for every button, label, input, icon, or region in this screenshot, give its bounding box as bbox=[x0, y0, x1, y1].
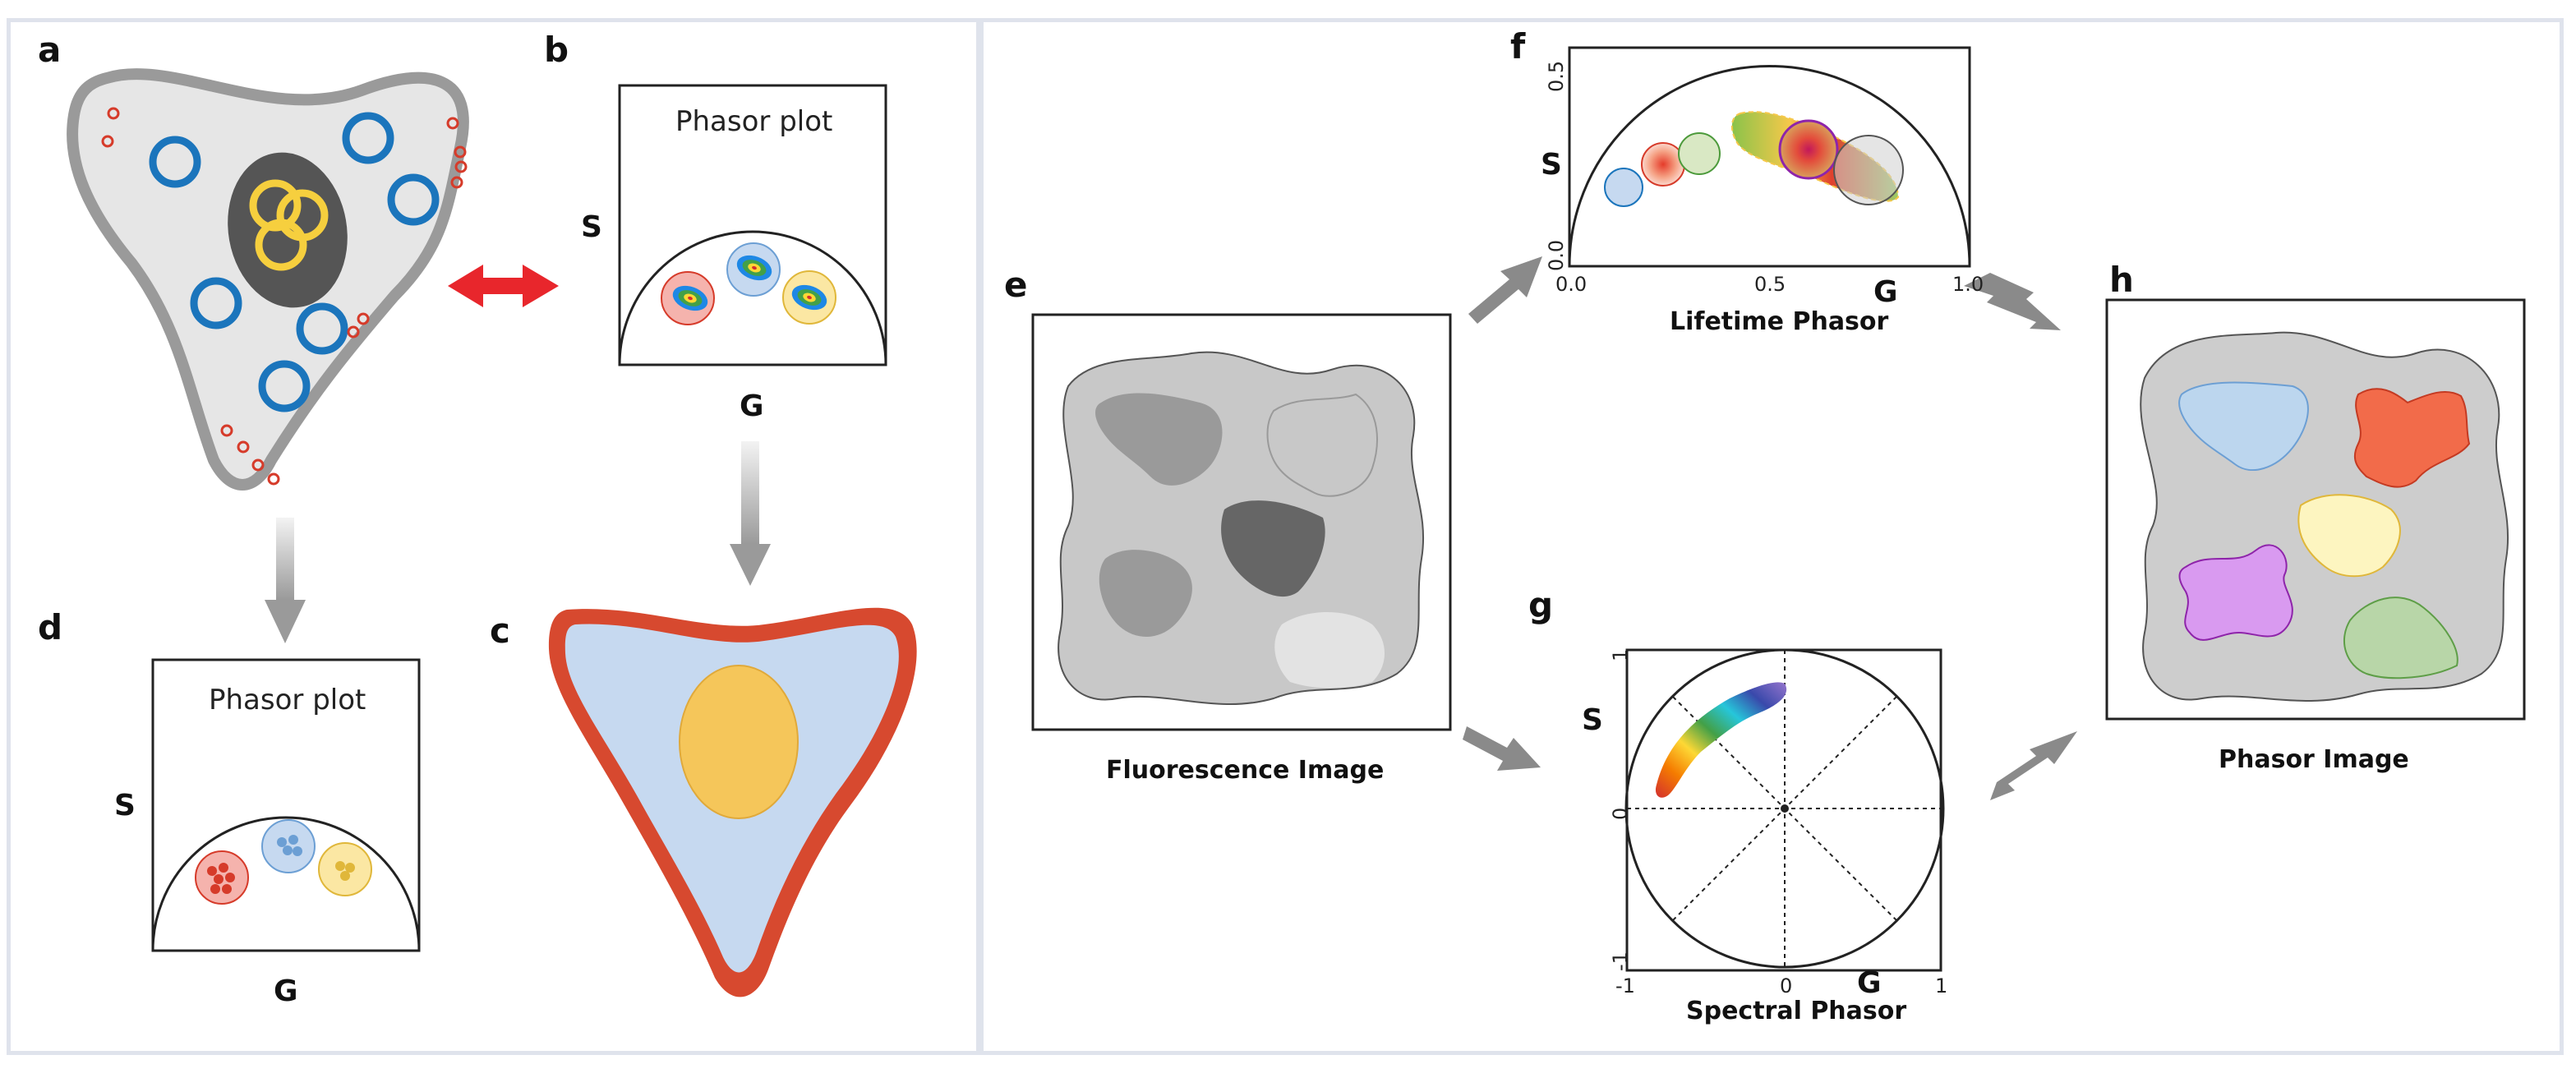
lifetime-x-tick-2: 1.0 bbox=[1952, 273, 1984, 296]
spectral-s-label: S bbox=[1582, 703, 1603, 737]
cell-a bbox=[67, 68, 469, 491]
double-arrow-red-icon bbox=[448, 265, 559, 307]
spectral-g-label: G bbox=[1857, 966, 1882, 1000]
spectral-y-tick-1: 0 bbox=[1609, 807, 1632, 820]
phasor-image bbox=[2105, 298, 2526, 721]
phasor-plot-b-g-label: G bbox=[740, 389, 764, 423]
phasor-plot-b-s-label: S bbox=[581, 210, 602, 244]
phasor-plot-d-title: Phasor plot bbox=[209, 684, 366, 716]
lifetime-phasor-caption: Lifetime Phasor bbox=[1670, 307, 1889, 336]
double-arrow-g-h-icon bbox=[1990, 731, 2077, 800]
panel-label-b: b bbox=[544, 30, 569, 70]
double-arrow-f-h-icon bbox=[1964, 273, 2061, 330]
fluorescence-image-caption: Fluorescence Image bbox=[1106, 756, 1385, 785]
panel-label-d: d bbox=[38, 607, 63, 647]
spectral-x-tick-0: -1 bbox=[1615, 974, 1635, 997]
phasor-image-caption: Phasor Image bbox=[2219, 745, 2409, 774]
panel-label-e: e bbox=[1004, 265, 1028, 305]
lifetime-phasor-plot bbox=[1568, 46, 1971, 268]
cell-c bbox=[548, 607, 917, 997]
spectral-x-tick-2: 1 bbox=[1935, 974, 1948, 997]
lifetime-y-tick-1: 0.5 bbox=[1545, 60, 1568, 92]
phasor-plot-b-title: Phasor plot bbox=[675, 105, 833, 138]
phasor-plot-d bbox=[151, 658, 421, 952]
panel-label-f: f bbox=[1510, 26, 1526, 67]
arrow-e-g-icon bbox=[1463, 726, 1541, 771]
arrow-down-b-c-icon bbox=[730, 441, 771, 586]
panel-label-a: a bbox=[38, 30, 62, 70]
spectral-y-tick-0: -1 bbox=[1609, 951, 1632, 971]
lifetime-y-tick-0: 0.0 bbox=[1545, 239, 1568, 271]
panel-label-h: h bbox=[2109, 260, 2134, 300]
lifetime-s-label: S bbox=[1541, 148, 1562, 182]
panel-label-c: c bbox=[490, 610, 510, 651]
lifetime-x-tick-0: 0.0 bbox=[1555, 273, 1588, 296]
lifetime-g-label: G bbox=[1873, 275, 1898, 309]
spectral-phasor-plot bbox=[1624, 648, 1945, 972]
arrow-down-a-d-icon bbox=[265, 518, 306, 643]
lifetime-x-tick-1: 0.5 bbox=[1754, 273, 1786, 296]
spectral-phasor-caption: Spectral Phasor bbox=[1686, 997, 1907, 1025]
arrow-e-f-icon bbox=[1468, 256, 1542, 324]
fluorescence-image bbox=[1031, 313, 1452, 731]
spectral-y-tick-2: 1 bbox=[1609, 648, 1632, 661]
panel-label-g: g bbox=[1528, 585, 1554, 625]
spectral-x-tick-1: 0 bbox=[1780, 974, 1793, 997]
phasor-plot-d-s-label: S bbox=[114, 789, 136, 822]
phasor-plot-d-g-label: G bbox=[274, 974, 298, 1008]
phasor-plot-b bbox=[618, 84, 887, 366]
